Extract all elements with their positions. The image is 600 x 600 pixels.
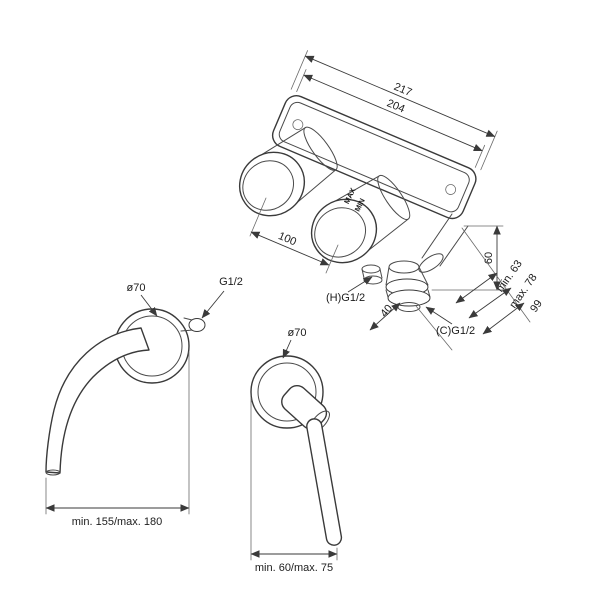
handle-projection-group: min. 60/max. 75: [250, 397, 338, 574]
outlet-ring: [388, 260, 420, 274]
leader-line: [347, 276, 373, 293]
extension-line: [461, 227, 531, 323]
dim-line-40: [369, 302, 401, 331]
extension-line: [296, 69, 307, 92]
outlet-line: [418, 266, 429, 286]
dim-line-min63: [455, 272, 498, 304]
dim-line-217: [304, 55, 496, 138]
elbow-collar: [418, 253, 444, 273]
spout-tip: [45, 469, 61, 476]
dim-40-group: 40: [369, 302, 401, 331]
dim-label-100: 100: [276, 230, 298, 248]
valve-body-line: [293, 169, 337, 206]
leader-line: [282, 339, 292, 359]
handle-lever-outline: [306, 418, 343, 546]
spout-projection-label: min. 155/max. 180: [72, 516, 163, 528]
dim-line-204: [303, 74, 483, 152]
valve-face-inner: [242, 160, 295, 211]
wall-plate: 217 204: [271, 50, 498, 220]
elbow-line: [439, 225, 469, 267]
mounting-hole-right: [445, 184, 457, 195]
extension-line: [325, 244, 339, 274]
extension-line: [415, 305, 453, 351]
spout-dia-label: ø70: [127, 282, 146, 294]
extension-line: [249, 197, 267, 237]
dim-line-100: [250, 231, 330, 266]
valve-back-collar: [303, 126, 338, 171]
leader-line: [140, 294, 158, 317]
handle-dia-group: ø70: [282, 327, 307, 359]
handle-view: ø70 min. 60/max. 75: [250, 327, 343, 574]
nipple-line: [183, 317, 193, 321]
spout-thread-group: G1/2: [201, 276, 243, 319]
dim-label-99: 99: [528, 298, 545, 315]
extension-line: [290, 50, 308, 90]
valve-body-right: [310, 174, 411, 264]
spout-projection-group: min. 155/max. 180: [45, 351, 190, 528]
spout-thread-label: G1/2: [219, 276, 243, 288]
thread-nipple: [188, 318, 206, 332]
handle-flange-inner: [257, 362, 317, 422]
wall-plate-outline: [271, 95, 477, 220]
outlet-line: [385, 266, 390, 286]
dim-line-99: [482, 302, 525, 335]
mixer-unit-view: 217 204 MAX MIN: [238, 50, 545, 351]
valve-back-collar: [377, 174, 411, 220]
handle-projection-label: min. 60/max. 75: [255, 562, 333, 574]
elbow-line: [421, 213, 453, 259]
outlet-fitting: [385, 260, 431, 312]
dim-label-204: 204: [385, 97, 407, 115]
spout-dia-group: ø70: [127, 282, 158, 317]
handle-dia-label: ø70: [288, 327, 307, 339]
mounting-hole-left: [292, 119, 304, 131]
valve-body-left: [238, 126, 338, 217]
extension-line: [474, 144, 486, 168]
valve-body-line: [331, 175, 380, 204]
hot-inlet-label: (H)G1/2: [326, 292, 365, 304]
outlet-rosette-bottom: [387, 289, 431, 307]
hot-inlet-label-group: (H)G1/2: [326, 276, 373, 304]
dim-label-217: 217: [392, 81, 414, 99]
nipple-line: [180, 329, 194, 332]
valve-face: [238, 151, 306, 217]
spout-outline: [45, 327, 150, 474]
leader-line: [425, 306, 453, 325]
valve-body-line: [365, 218, 409, 254]
valve-body-line: [258, 127, 306, 157]
handle-lever: [306, 418, 343, 546]
cold-inlet-label-group: (C)G1/2: [425, 306, 475, 337]
spout-view: ø70 G1/2 min. 155/max. 180: [45, 276, 243, 528]
outlet-line: [385, 289, 389, 298]
extension-line: [480, 130, 498, 171]
fitting-line: [379, 268, 383, 279]
fitting-line: [361, 268, 365, 279]
fitting-ring: [361, 264, 381, 274]
dim-label-60: 60: [483, 252, 495, 264]
leader-line: [201, 290, 225, 319]
cold-inlet-label: (C)G1/2: [436, 325, 475, 337]
dim-label-40: 40: [378, 303, 395, 320]
